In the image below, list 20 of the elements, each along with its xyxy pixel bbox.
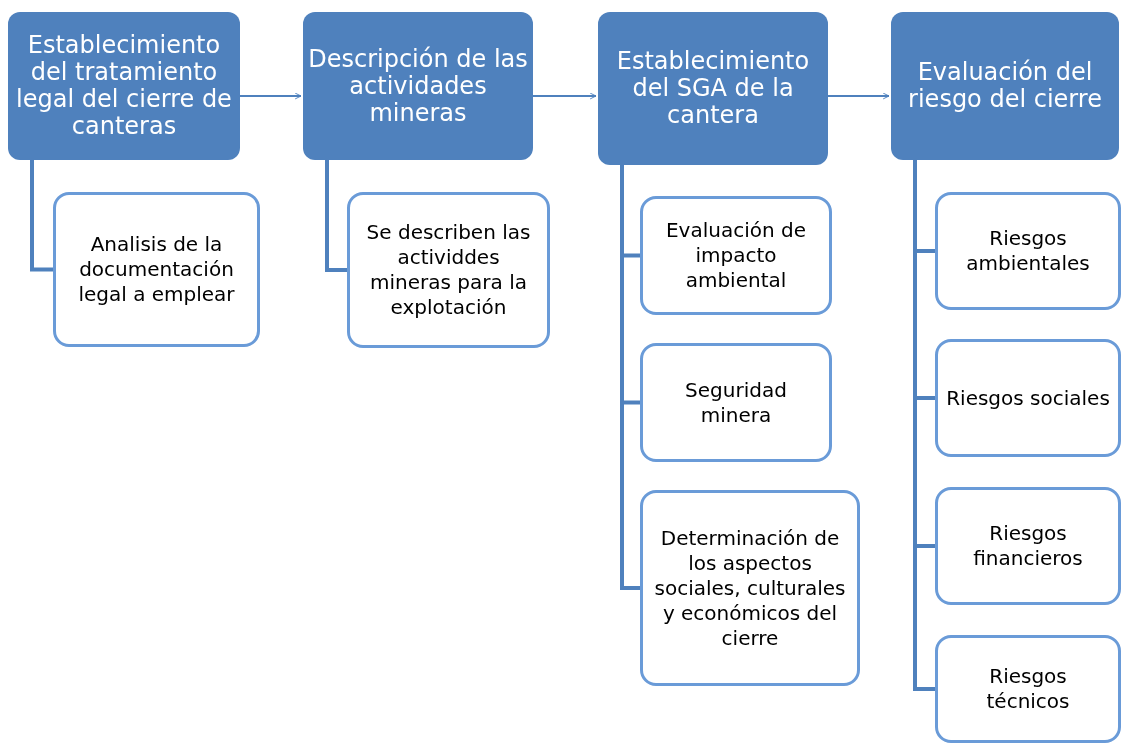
connector-line bbox=[325, 160, 347, 272]
detail-box: Riesgos sociales bbox=[935, 339, 1121, 457]
step-box: Establecimiento del tratamiento legal del cierre de canteras bbox=[8, 12, 240, 160]
step-box: Establecimiento del SGA de la cantera bbox=[598, 12, 828, 165]
detail-box: Riesgos ambientales bbox=[935, 192, 1121, 310]
detail-box: Determinación de los aspectos sociales, culturales y económicos del cierre bbox=[640, 490, 860, 686]
connector-line bbox=[913, 160, 935, 691]
detail-box: Riesgos técnicos bbox=[935, 635, 1121, 743]
detail-box: Seguridad minera bbox=[640, 343, 832, 462]
detail-box: Analisis de la documentación legal a emplear bbox=[53, 192, 260, 347]
detail-box: Evaluación de impacto ambiental bbox=[640, 196, 832, 315]
step-box: Evaluación del riesgo del cierre bbox=[891, 12, 1119, 160]
arrow bbox=[239, 92, 302, 100]
connector-line bbox=[30, 160, 53, 272]
arrow bbox=[827, 92, 890, 100]
detail-box: Riesgos financieros bbox=[935, 487, 1121, 605]
step-box: Descripción de las actividades mineras bbox=[303, 12, 533, 160]
detail-box: Se describen las actividdes mineras para la explotación bbox=[347, 192, 550, 348]
connector-line bbox=[620, 165, 640, 590]
arrow bbox=[532, 92, 597, 100]
